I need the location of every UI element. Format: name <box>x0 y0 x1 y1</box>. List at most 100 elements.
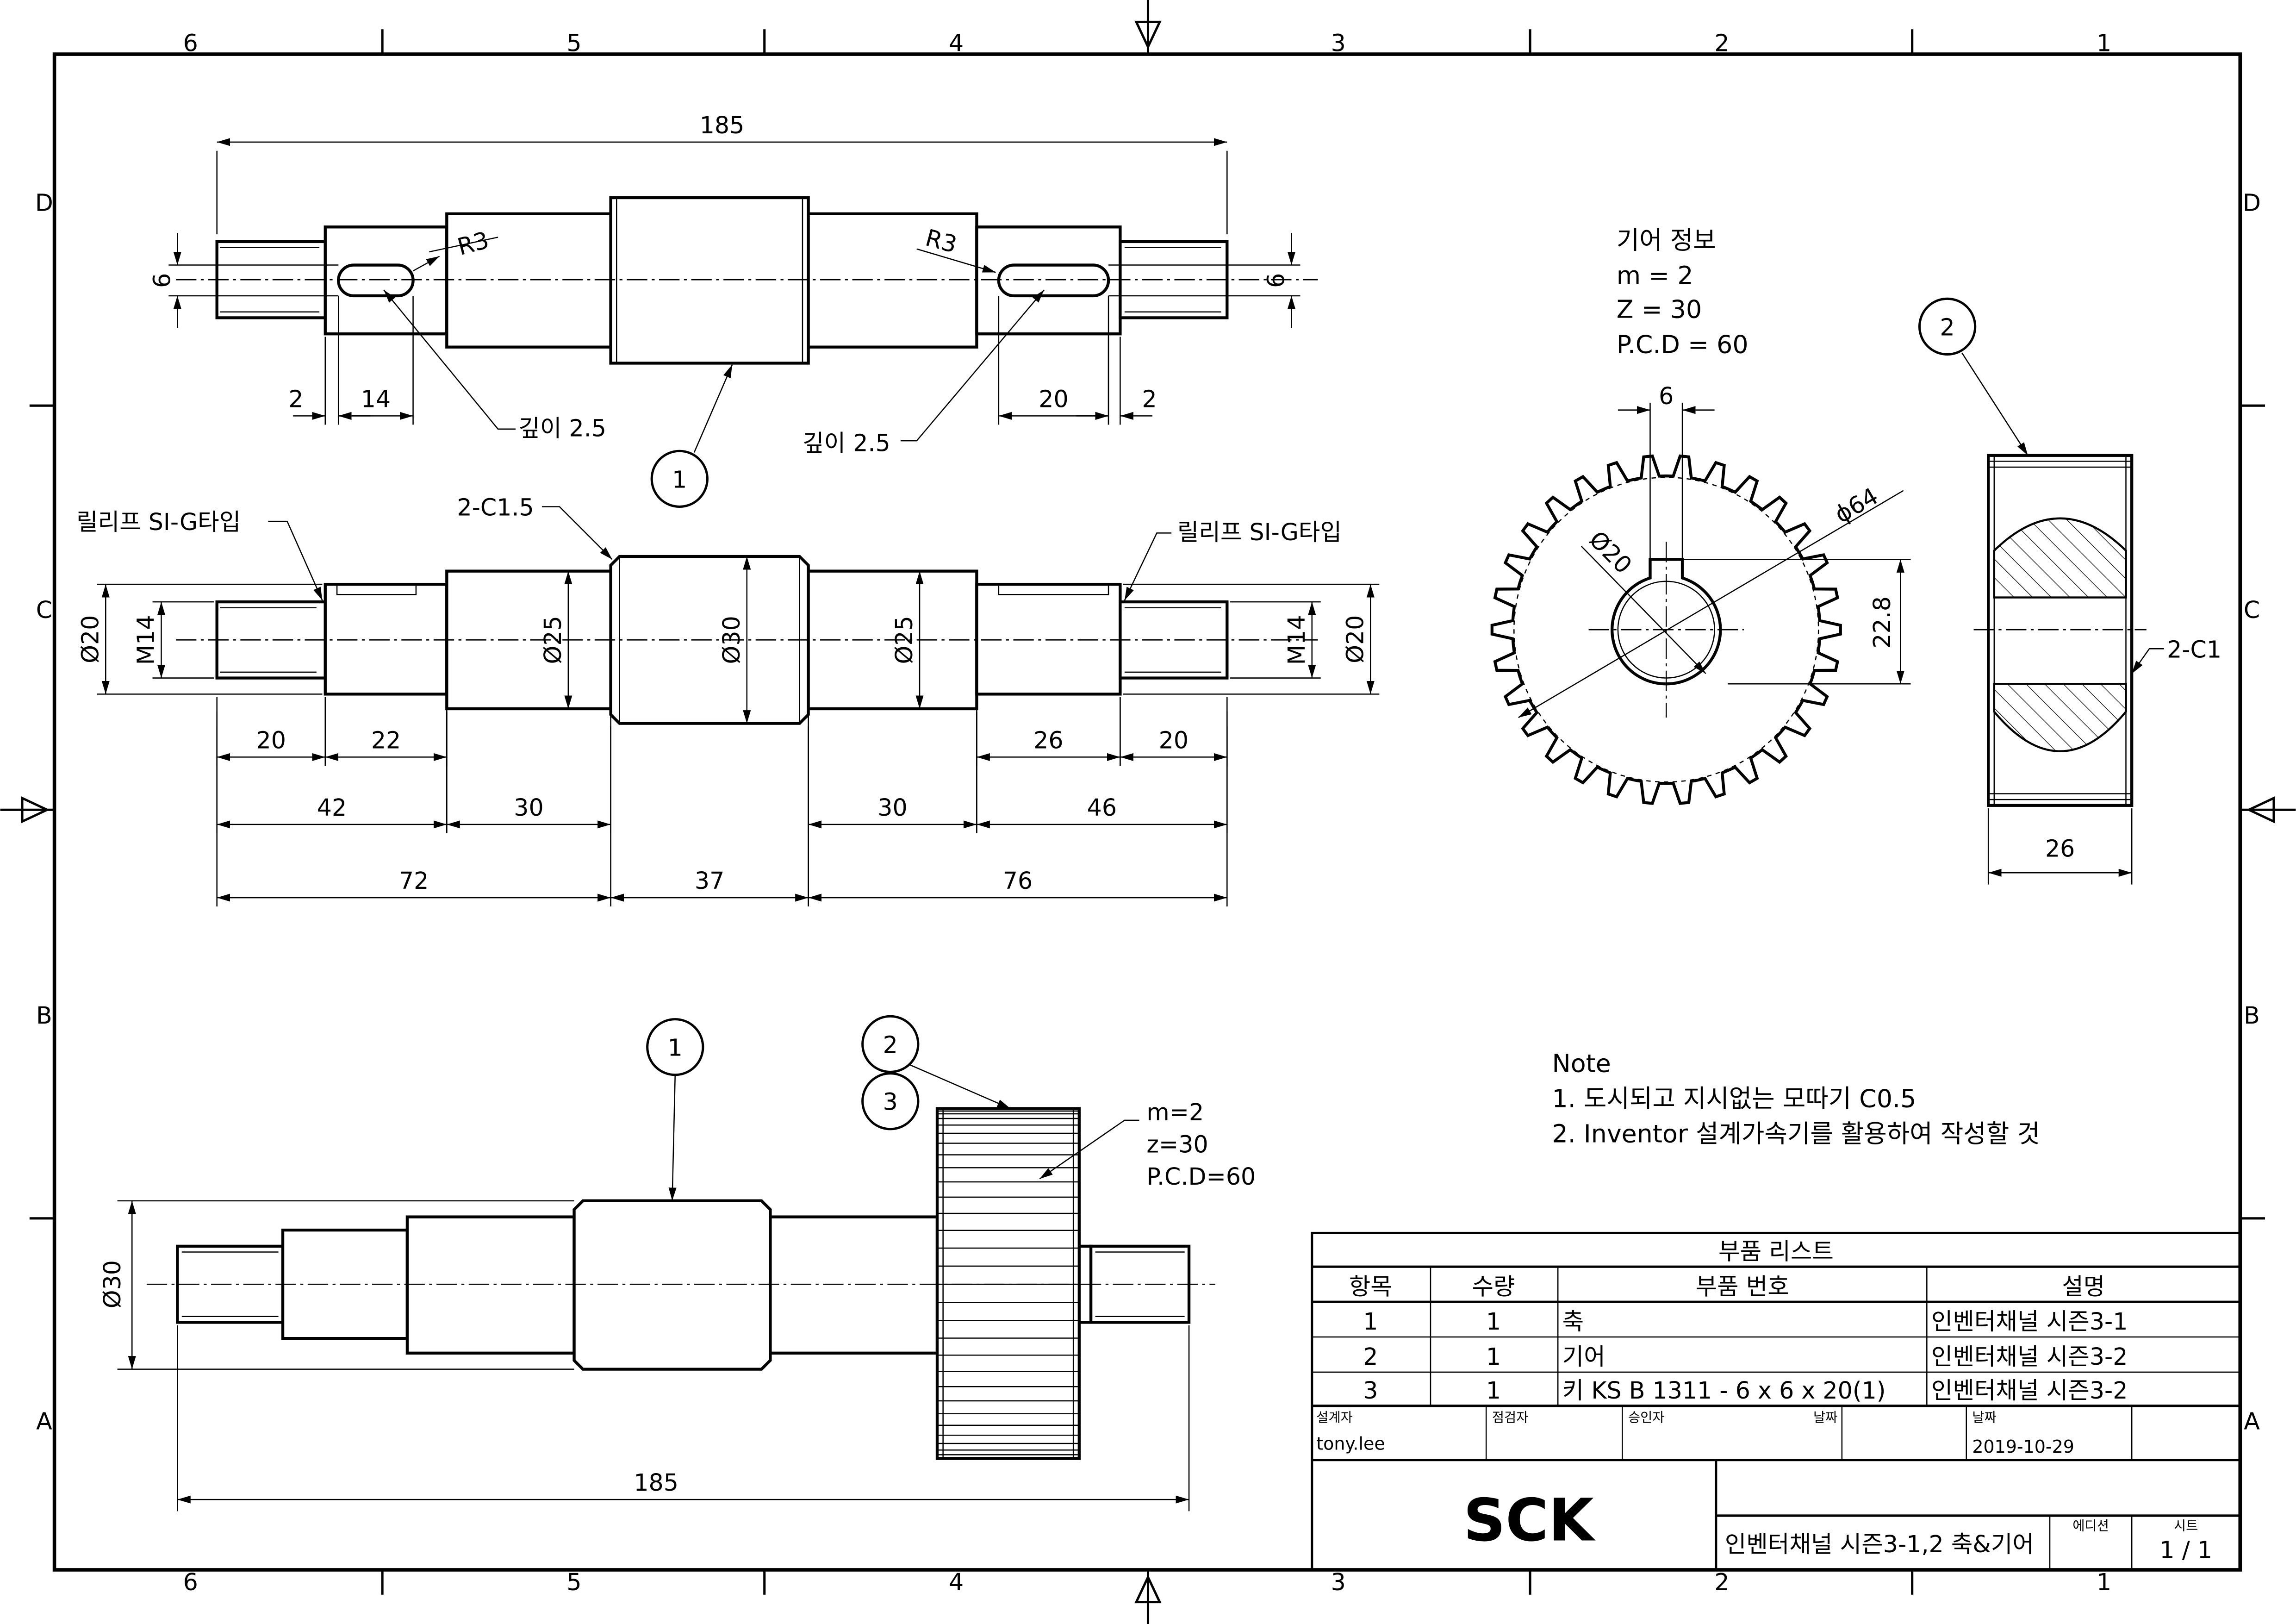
zone-row-label: C <box>2244 596 2260 624</box>
zone-row-label: A <box>2244 1407 2260 1435</box>
dimension-value: 2 <box>1142 385 1157 412</box>
dimension-value: Ø20 <box>1341 615 1369 663</box>
chamfer-label: 2-C1.5 <box>457 493 534 521</box>
gear-chamfer-label: 2-C1 <box>2167 636 2221 663</box>
dimension: 76 <box>808 726 1228 907</box>
zone-column-label: 6 <box>183 1568 198 1596</box>
sheet-number: 1 / 1 <box>2159 1537 2212 1564</box>
shaft-top-view <box>176 196 1318 508</box>
hatched-section-top <box>1993 517 2127 599</box>
zone-column-label: 1 <box>2097 1568 2111 1596</box>
dimension-value: 30 <box>514 794 543 821</box>
table-row: 3 1 키 KS B 1311 - 6 x 6 x 20(1) 인벤터채널 시즌… <box>1363 1377 2128 1404</box>
gear-info-teeth: Z = 30 <box>1617 294 1702 324</box>
shaft-top-labels: R3 R3 깊이 2.5 깊이 2.5 1 <box>454 224 960 493</box>
edition-label: 에디션 <box>2072 1518 2109 1534</box>
cell-part-number: 축 <box>1562 1308 1584 1335</box>
assembly-dia-dim: Ø30 <box>99 1260 126 1308</box>
centering-mark-bottom <box>1134 1569 1162 1624</box>
dimension: Ø20 <box>1123 583 1380 695</box>
balloon-1-top <box>650 450 709 508</box>
zone-column-label: 1 <box>2097 30 2111 57</box>
table-row: 1 1 축 인벤터채널 시즌3-1 <box>1363 1308 2128 1335</box>
dimension-value: Ø25 <box>890 616 918 664</box>
gear-side-section: 2 2-C1 26 <box>1918 297 2221 885</box>
gear-info: 기어 정보 m = 2 Z = 30 P.C.D = 60 <box>1617 226 1748 359</box>
zone-column-label: 3 <box>1331 30 1346 57</box>
assembly-spec-teeth: z=30 <box>1146 1131 1208 1158</box>
dimension-value: M14 <box>1283 615 1310 665</box>
cell-part-number: 기어 <box>1562 1343 1605 1370</box>
zone-column-label: 3 <box>1331 1568 1346 1596</box>
date-value: 2019-10-29 <box>1972 1437 2074 1457</box>
dimension: M14 <box>132 601 214 679</box>
dimension: Ø30 <box>718 556 751 724</box>
centering-mark-top <box>1134 0 1162 55</box>
dimension: 2 <box>1076 337 1157 425</box>
gear-info-module: m = 2 <box>1617 261 1693 290</box>
drawing-title: 인벤터채널 시즌3-1,2 축&기어 <box>1725 1530 2034 1558</box>
cell-item: 3 <box>1363 1377 1378 1404</box>
company-logo: SCK <box>1463 1487 1596 1555</box>
title-block: 설계자 tony.lee 점검자 승인자 날짜 날짜 2019-10-29 SC… <box>1311 1405 2241 1571</box>
zone-row-label: B <box>2244 1002 2260 1029</box>
zone-column-label: 6 <box>183 30 198 57</box>
header-qty: 수량 <box>1472 1273 1515 1300</box>
zone-column-label: 4 <box>949 30 964 57</box>
dimension-value: Ø30 <box>718 616 745 664</box>
relief-label-left: 릴리프 SI-G타입 <box>76 508 241 536</box>
assembly-spec-pcd: P.C.D=60 <box>1146 1163 1256 1190</box>
header-item: 항목 <box>1349 1273 1392 1300</box>
centering-mark-right <box>2240 796 2296 824</box>
header-description: 설명 <box>2062 1273 2105 1300</box>
zone-column-label: 2 <box>1714 30 1729 57</box>
dimension: 6 <box>1108 232 1300 328</box>
parts-list-title: 부품 리스트 <box>1718 1237 1834 1265</box>
dimension-value: 42 <box>317 794 347 821</box>
balloon-1-assembly <box>646 1018 704 1076</box>
key-width-dim: 6 <box>1659 382 1674 410</box>
assembly-spec-module: m=2 <box>1146 1099 1204 1126</box>
zone-row-label: C <box>36 596 52 624</box>
keyway-depth-right: 깊이 2.5 <box>803 429 890 456</box>
dimension-value: 37 <box>695 867 724 894</box>
overall-length-dim: 185 <box>216 112 1228 235</box>
zone-column-label: 2 <box>1714 1568 1729 1596</box>
dimension: 37 <box>610 726 809 907</box>
dimension-value: 20 <box>1039 385 1068 412</box>
dimension-value: 72 <box>399 867 429 894</box>
cell-description: 인벤터채널 시즌3-1 <box>1931 1308 2128 1335</box>
assembly-gear <box>935 1107 1081 1460</box>
cell-item: 2 <box>1363 1343 1378 1370</box>
dimension-value: 6 <box>148 273 175 288</box>
dimension-value: Ø25 <box>539 616 566 664</box>
assembly-view: 1 2 3 m=2 z=30 P.C.D=60 Ø30 185 <box>99 1015 1256 1512</box>
dimension: Ø20 <box>76 583 323 695</box>
approval-date-label: 날짜 <box>1813 1410 1837 1425</box>
sheet-label: 시트 <box>2174 1518 2198 1534</box>
key-depth-dim: 22.8 <box>1868 596 1896 649</box>
dimension-value: 46 <box>1087 794 1117 821</box>
cell-qty: 1 <box>1486 1308 1501 1335</box>
hatched-section-bottom <box>1993 683 2127 752</box>
balloon-1-top-label: 1 <box>672 466 687 493</box>
dimension-value: 6 <box>1263 273 1290 288</box>
dimension: 14 <box>337 295 414 425</box>
gear-front-view <box>1490 402 1911 805</box>
gear-info-title: 기어 정보 <box>1617 226 1716 255</box>
cell-item: 1 <box>1363 1308 1378 1335</box>
dimension: M14 <box>1230 601 1321 679</box>
designer-name: tony.lee <box>1316 1434 1385 1454</box>
balloon-2-assembly <box>861 1015 920 1074</box>
balloon-3-assembly-label: 3 <box>883 1088 898 1116</box>
header-part-number: 부품 번호 <box>1696 1273 1789 1300</box>
table-row: 2 1 기어 인벤터채널 시즌3-2 <box>1363 1343 2128 1370</box>
dimension-value: 20 <box>256 726 286 754</box>
gear-info-pcd: P.C.D = 60 <box>1617 330 1748 359</box>
note-line-2: 2. Inventor 설계가속기를 활용하여 작성할 것 <box>1552 1119 2040 1148</box>
cell-part-number: 키 KS B 1311 - 6 x 6 x 20(1) <box>1562 1377 1886 1404</box>
dimension-value: 22 <box>371 726 401 754</box>
approver-label: 승인자 <box>1628 1410 1665 1425</box>
